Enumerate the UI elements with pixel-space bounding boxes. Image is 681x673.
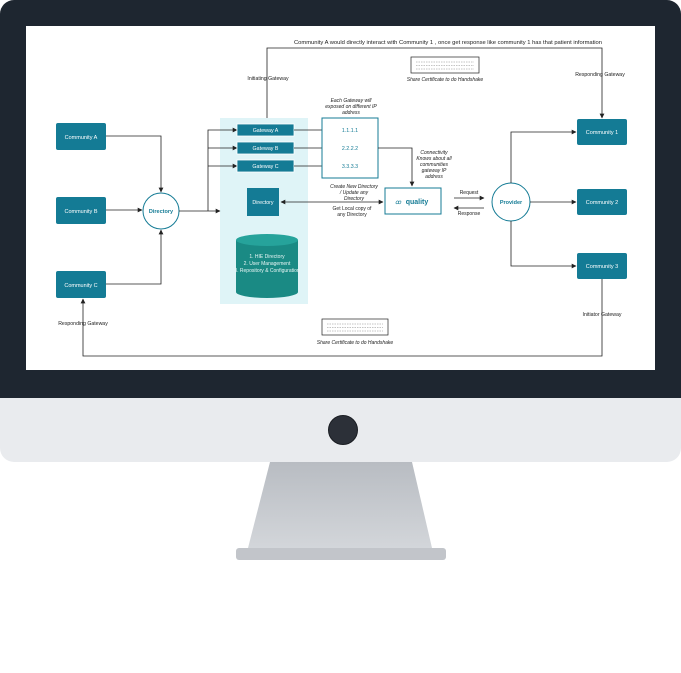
svg-text:ꝏ: ꝏ [395, 200, 402, 206]
svg-text:quality: quality [406, 199, 429, 206]
conn-ip-logo [378, 147, 415, 187]
request-label: Request [460, 190, 479, 196]
ip-note-line2: exposed on different IP [325, 104, 377, 110]
svg-text:Directory: Directory [252, 200, 274, 206]
create-note-line3: Directory [344, 196, 365, 202]
camera-icon [328, 415, 358, 445]
svg-text:Community 3: Community 3 [586, 264, 618, 270]
responding-gateway-left-label: Responding Gateway [58, 321, 108, 327]
ip-box [321, 117, 379, 179]
bottom-route-line [80, 279, 603, 357]
svg-text:Community C: Community C [64, 283, 97, 289]
gateway-a[interactable]: Gateway A [236, 123, 295, 137]
svg-text:Gateway C: Gateway C [252, 164, 278, 170]
ip-note-line1: Each Gateway will [331, 98, 373, 104]
gateway-b[interactable]: Gateway B [236, 141, 295, 155]
ip-3: 3.3.3.3 [342, 164, 358, 170]
top-route-line [266, 47, 605, 119]
directory-hub[interactable]: Directory [142, 192, 180, 230]
community-2[interactable]: Community 2 [577, 189, 627, 215]
initiating-gateway-label: Initiating Gateway [247, 76, 289, 82]
diagram-screen: Community A would directly interact with… [26, 26, 655, 370]
community-c[interactable]: Community C [56, 271, 106, 298]
response-label: Response [458, 211, 481, 217]
community-3[interactable]: Community 3 [577, 253, 627, 279]
conn-provider-3 [510, 221, 577, 269]
conn-provider-1 [510, 129, 577, 183]
db-item-1: 1. HIE Directory [249, 254, 285, 260]
svg-text:Directory: Directory [149, 209, 174, 215]
directory-box[interactable]: Directory [247, 188, 279, 216]
database-cylinder: 1. HIE Directory 2. User Management 3. R… [234, 234, 300, 298]
create-note-line1: Create New Directory [330, 184, 378, 190]
svg-text:Community 1: Community 1 [586, 130, 618, 136]
community-a[interactable]: Community A [56, 123, 106, 150]
ip-2: 2.2.2.2 [342, 146, 358, 152]
conn-c-directory [106, 229, 164, 285]
community-1[interactable]: Community 1 [577, 119, 627, 145]
svg-text:Community A: Community A [65, 135, 98, 141]
quality-logo: ꝏ quality [384, 187, 442, 215]
local-copy-line1: Get Local copy of [333, 206, 373, 212]
db-item-2: 2. User Management [244, 261, 291, 267]
responding-gateway-right-label: Responding Gateway [575, 72, 625, 78]
share-cert-top-label: Share Certificate to do Handshake [407, 77, 484, 83]
top-note: Community A would directly interact with… [294, 40, 602, 46]
svg-text:Community B: Community B [64, 209, 97, 215]
svg-text:Gateway A: Gateway A [253, 128, 279, 134]
local-copy-line2: any Directory [337, 212, 367, 218]
community-b[interactable]: Community B [56, 197, 106, 224]
certificate-bottom [321, 318, 389, 336]
connectivity-line2: Knows about all [416, 156, 452, 162]
svg-text:Provider: Provider [500, 200, 523, 206]
conn-to-gateway-a [207, 127, 238, 211]
connectivity-line3: communities [420, 162, 449, 168]
provider-hub[interactable]: Provider [491, 182, 531, 222]
connectivity-line1: Connectivity [420, 150, 448, 156]
share-cert-bottom-label: Share Certificate to do Handshake [317, 340, 394, 346]
db-item-3: 3. Repository & Configuration [234, 268, 300, 274]
connectivity-line5: address [425, 174, 443, 180]
ip-1: 1.1.1.1 [342, 128, 358, 134]
architecture-diagram: Community A would directly interact with… [56, 40, 627, 357]
create-note-line2: / Update any [339, 190, 369, 196]
certificate-top [410, 56, 480, 74]
conn-a-directory [106, 135, 164, 193]
svg-text:Gateway B: Gateway B [253, 146, 279, 152]
svg-text:Community 2: Community 2 [586, 200, 618, 206]
gateway-c[interactable]: Gateway C [236, 159, 295, 173]
connectivity-line4: gateway IP [422, 168, 447, 174]
ip-note-line3: address [342, 110, 360, 116]
